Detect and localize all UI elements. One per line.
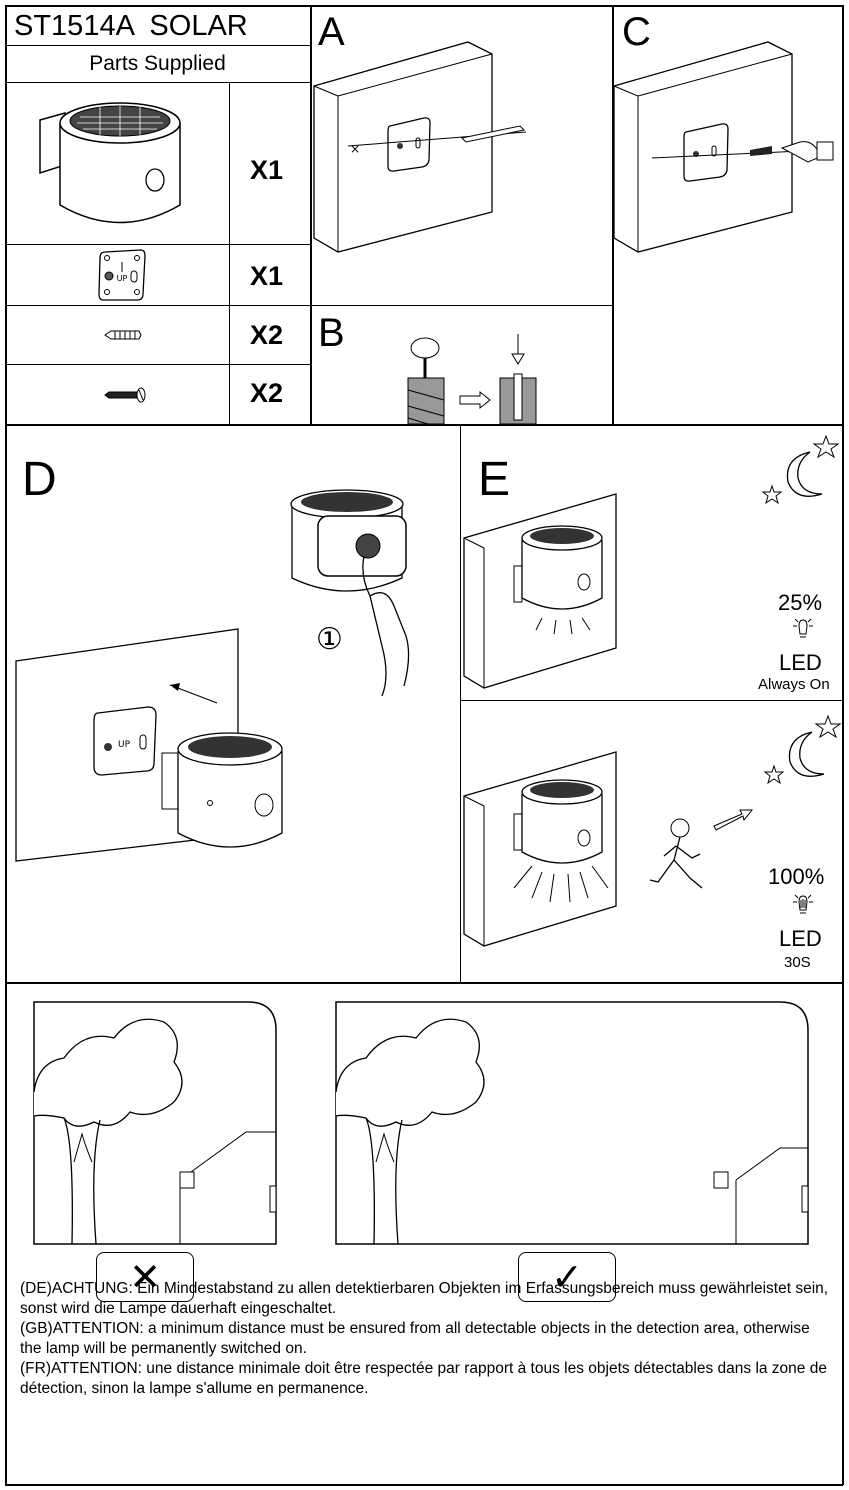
frame-top bbox=[5, 5, 843, 7]
step-a-drilling-illustration: × bbox=[313, 41, 527, 253]
model-title: ST1514A SOLAR bbox=[14, 10, 248, 42]
divider-row2 bbox=[5, 982, 843, 984]
divider-row1 bbox=[5, 424, 843, 426]
full-led-label: LED bbox=[779, 926, 822, 951]
placement-correct-scene bbox=[335, 1001, 809, 1245]
divider-col2 bbox=[612, 5, 614, 425]
divider-col1 bbox=[310, 5, 312, 425]
solar-lamp-illustration bbox=[39, 102, 181, 224]
wrong-icon: ✕ bbox=[129, 1255, 161, 1299]
divider-parts-head bbox=[5, 82, 310, 83]
full-percent: 100% bbox=[768, 864, 825, 889]
dim-bulb-icon bbox=[793, 618, 813, 638]
step-c-screw-illustration bbox=[613, 41, 834, 253]
screw-illustration bbox=[104, 387, 146, 403]
divider-part2 bbox=[5, 305, 613, 306]
divider-part3 bbox=[5, 364, 310, 365]
step-c-label: C bbox=[622, 10, 651, 54]
step-d-wall-mount-illustration: UP bbox=[15, 628, 283, 862]
frame-right bbox=[842, 5, 844, 1485]
divider-qty bbox=[229, 82, 230, 425]
note-fr: (FR)ATTENTION: une distance minimale doi… bbox=[20, 1360, 827, 1397]
check-icon: ✓ bbox=[551, 1255, 583, 1299]
note-de: (DE)ACHTUNG: Ein Mindestabstand zu allen… bbox=[20, 1280, 829, 1317]
moon-stars-icon bbox=[761, 434, 840, 505]
wall-plug-illustration bbox=[104, 330, 142, 340]
mounting-plate-illustration: UP bbox=[98, 249, 146, 301]
qty-wall-plug: X2 bbox=[250, 320, 284, 350]
divider-e bbox=[460, 700, 843, 701]
divider-title bbox=[5, 45, 310, 46]
correct-placement-box: ✓ bbox=[518, 1252, 616, 1302]
full-duration-label: 30S bbox=[784, 954, 811, 971]
moon-stars-icon bbox=[763, 714, 842, 785]
qty-screw: X2 bbox=[250, 378, 284, 408]
step-d-label: D bbox=[22, 453, 57, 506]
svg-text:UP: UP bbox=[117, 274, 128, 283]
qty-mounting-plate: X1 bbox=[250, 261, 284, 291]
step-d-marker-1: ① bbox=[316, 623, 343, 656]
divider-part1 bbox=[5, 244, 310, 245]
frame-left bbox=[5, 5, 7, 1485]
step-d-lamp-back-illustration bbox=[290, 489, 410, 697]
note-gb: (GB)ATTENTION: a minimum distance must b… bbox=[20, 1320, 810, 1357]
svg-text:UP: UP bbox=[118, 740, 131, 750]
step-b-plug-illustration bbox=[407, 334, 537, 425]
svg-text:×: × bbox=[350, 142, 360, 156]
dim-percent: 25% bbox=[778, 590, 823, 615]
step-e-full-lamp-illustration bbox=[463, 751, 754, 947]
full-bulb-icon bbox=[793, 894, 813, 914]
step-e-dim-lamp-illustration bbox=[463, 493, 617, 689]
frame-bottom bbox=[5, 1484, 843, 1486]
step-b-label: B bbox=[318, 311, 345, 355]
step-a-label: A bbox=[318, 10, 345, 54]
divider-de bbox=[460, 425, 461, 983]
dim-led-label: LED bbox=[779, 650, 822, 675]
step-e-label: E bbox=[478, 453, 511, 506]
safety-notes: (DE)ACHTUNG: Ein Mindestabstand zu allen… bbox=[20, 1279, 835, 1399]
qty-solar-lamp: X1 bbox=[250, 155, 284, 185]
parts-supplied-title: Parts Supplied bbox=[89, 52, 226, 75]
wrong-placement-box: ✕ bbox=[96, 1252, 194, 1302]
dim-mode-label: Always On bbox=[758, 676, 830, 693]
placement-wrong-scene bbox=[33, 1001, 277, 1245]
